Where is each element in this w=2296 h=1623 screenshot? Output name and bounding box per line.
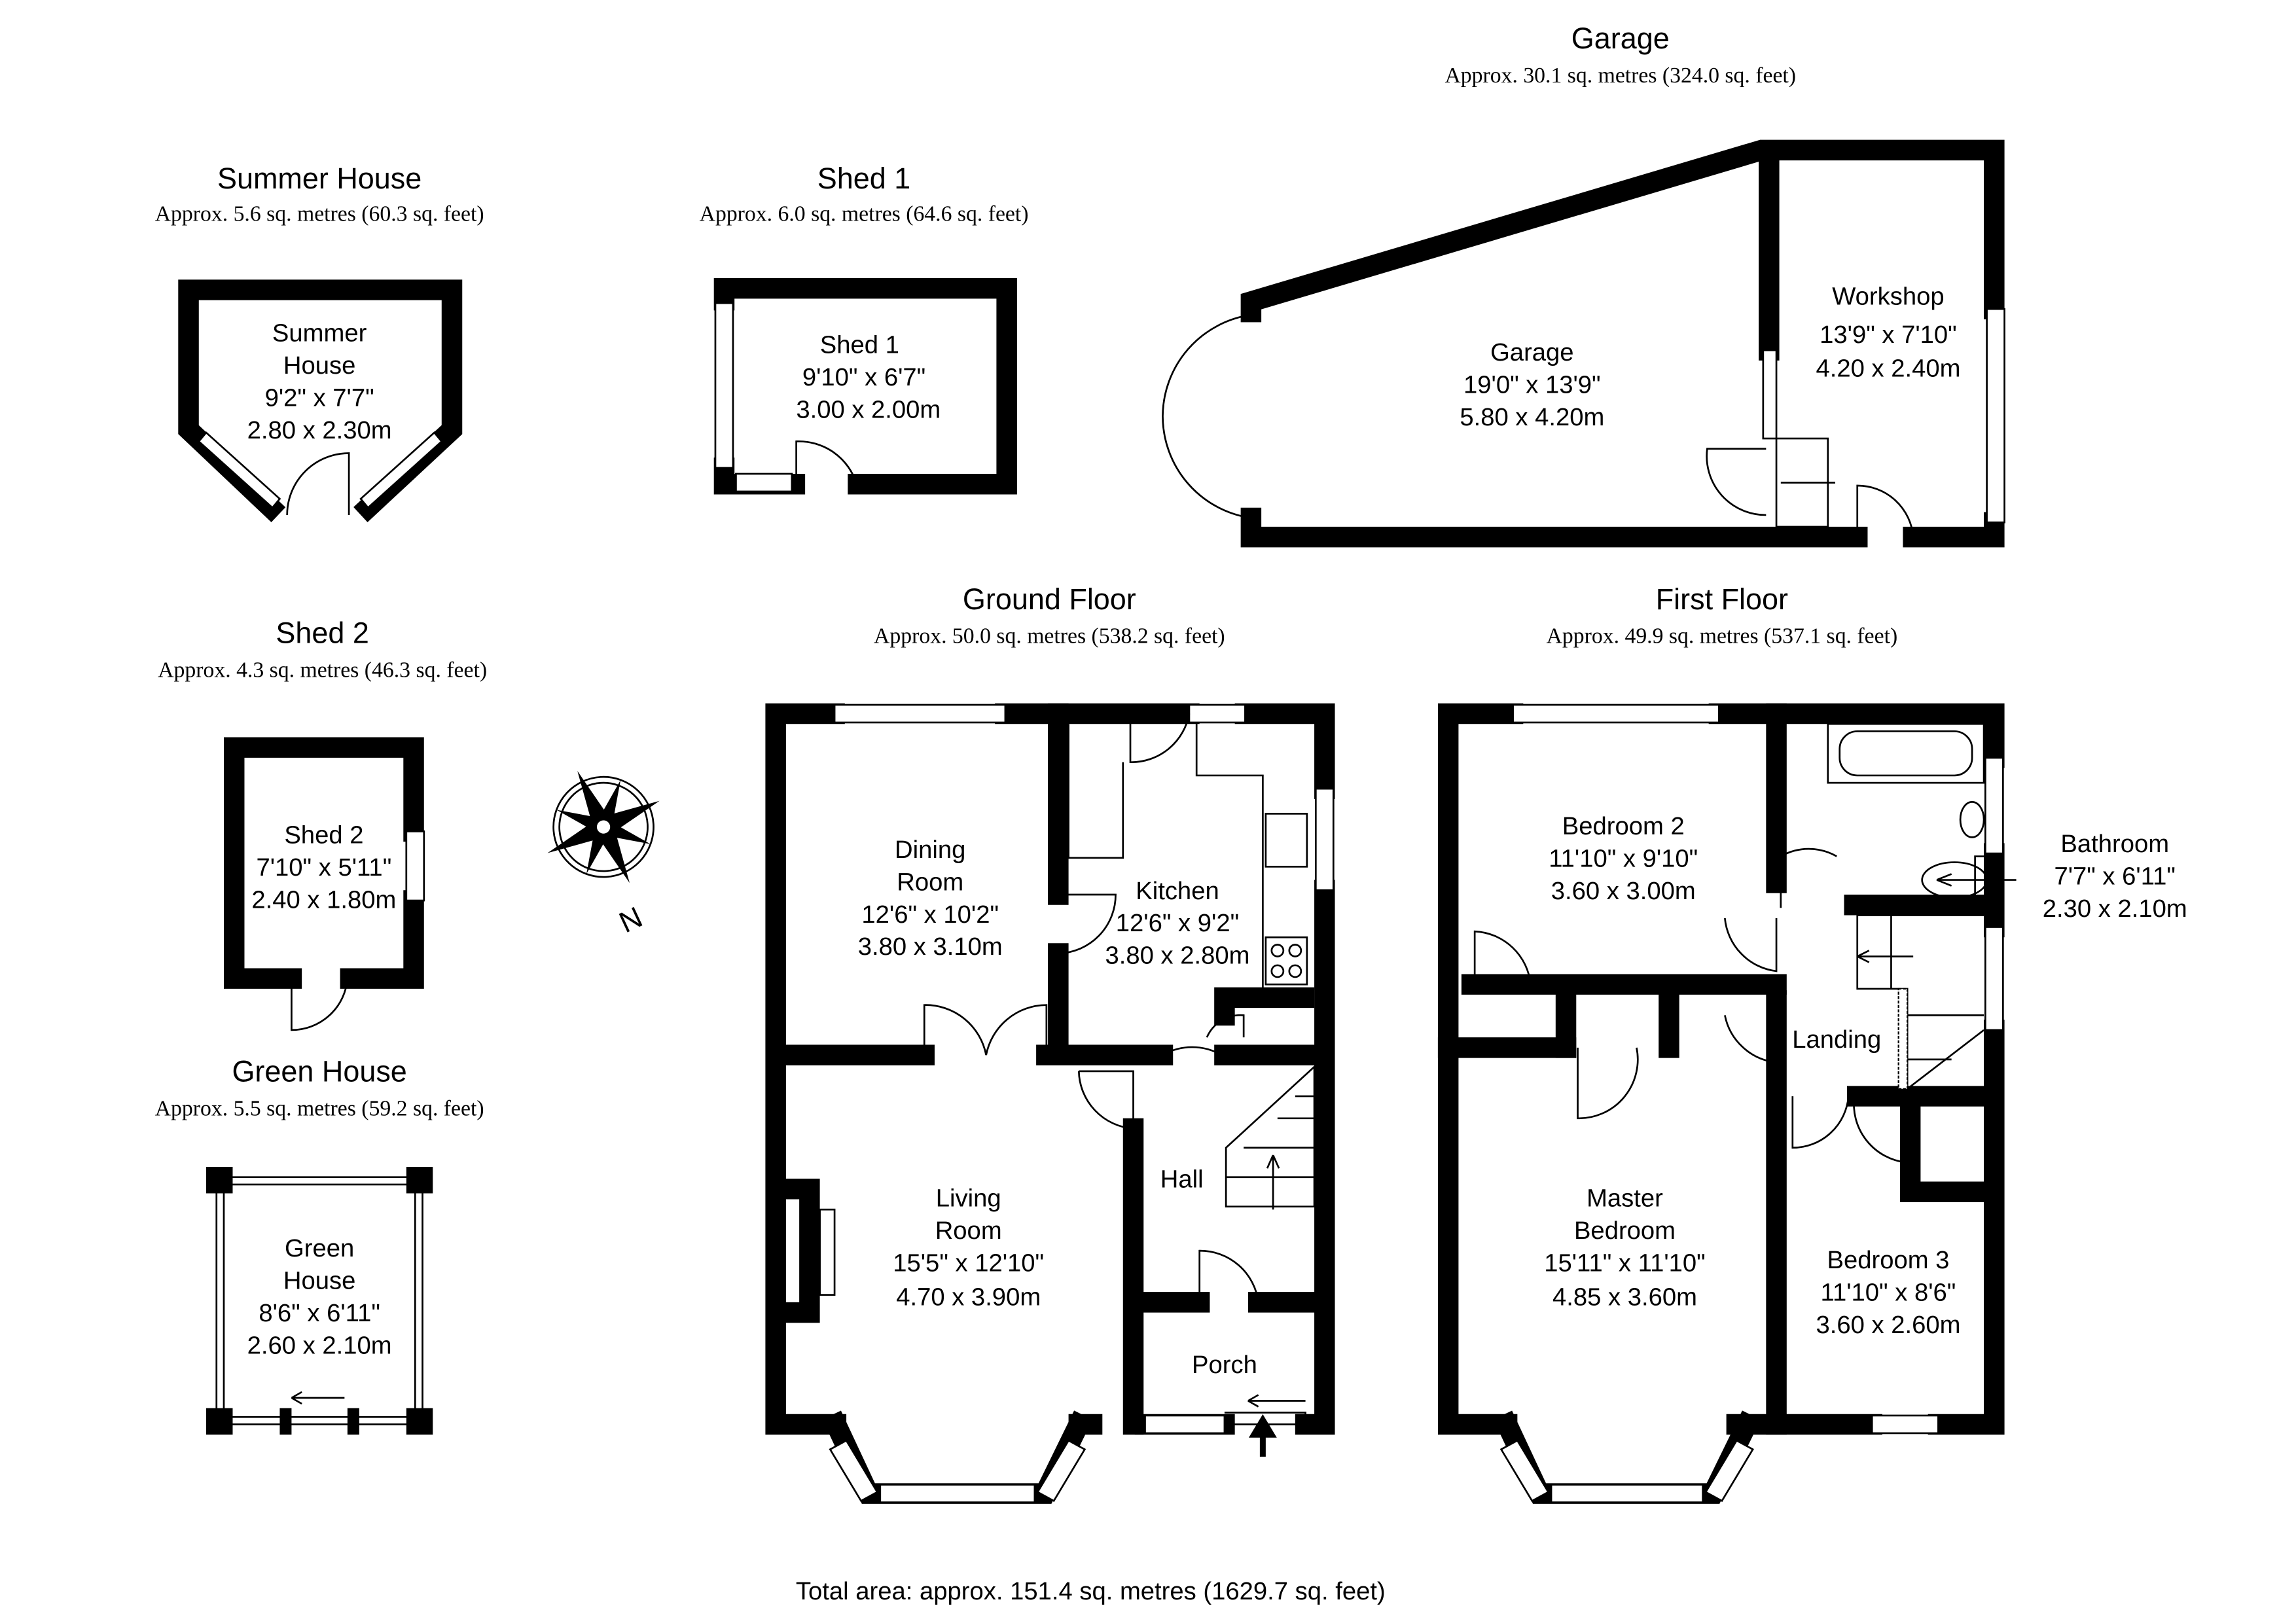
room-name: Master [1587, 1185, 1663, 1213]
room-living: Living Room 15'5" x 12'10" 4.70 x 3.90m [893, 1185, 1044, 1311]
room-name: Dining [895, 836, 965, 864]
room-landing: Landing [1792, 1026, 1881, 1054]
room-imperial: 7'10" x 5'11" [256, 853, 391, 882]
room-bedroom3: Bedroom 3 11'10" x 8'6" 3.60 x 2.60m [1816, 1246, 1960, 1339]
ground-floor-area: Approx. 50.0 sq. metres (538.2 sq. feet) [874, 624, 1225, 649]
room-metric: 5.80 x 4.20m [1460, 403, 1604, 431]
room-name: Summer [272, 319, 367, 348]
room-porch: Porch [1192, 1351, 1257, 1379]
compass-rose [547, 771, 660, 883]
room-metric: 4.85 x 3.60m [1552, 1283, 1697, 1311]
ground-floor-plan [765, 703, 1335, 1504]
room-imperial: 13'9" x 7'10" [1820, 321, 1957, 349]
room-imperial: 19'0" x 13'9" [1463, 370, 1601, 399]
shed1-area: Approx. 6.0 sq. metres (64.6 sq. feet) [700, 202, 1029, 226]
room-shed1: Shed 1 9'10" x 6'7" 3.00 x 2.00m [796, 331, 941, 424]
ground-floor-title: Ground Floor [963, 582, 1136, 616]
room-imperial: 11'10" x 9'10" [1549, 844, 1698, 872]
shed1-title: Shed 1 [817, 162, 910, 195]
room-name: Bedroom 3 [1827, 1246, 1949, 1274]
garage-area: Approx. 30.1 sq. metres (324.0 sq. feet) [1444, 63, 1796, 88]
room-imperial: 11'10" x 8'6" [1821, 1279, 1956, 1307]
room-name: Bedroom [1574, 1217, 1676, 1245]
room-name: Kitchen [1136, 877, 1219, 905]
room-name: Shed 2 [284, 821, 363, 849]
room-name: Shed 1 [820, 331, 899, 359]
room-green-house: Green House 8'6" x 6'11" 2.60 x 2.10m [247, 1234, 392, 1359]
room-name: Green [285, 1234, 354, 1262]
garage-title: Garage [1571, 22, 1670, 55]
summer-house-plan [178, 279, 463, 522]
room-imperial: 15'11" x 11'10" [1544, 1249, 1705, 1277]
room-name: Room [935, 1217, 1002, 1245]
room-metric: 3.00 x 2.00m [796, 396, 941, 424]
first-floor-area: Approx. 49.9 sq. metres (537.1 sq. feet) [1547, 624, 1898, 649]
room-name: Room [897, 868, 963, 896]
room-name: Garage [1490, 338, 1573, 366]
room-metric: 3.80 x 3.10m [858, 933, 1003, 961]
room-imperial: 15'5" x 12'10" [893, 1249, 1044, 1277]
room-bedroom2: Bedroom 2 11'10" x 9'10" 3.60 x 3.00m [1549, 812, 1698, 905]
room-metric: 2.30 x 2.10m [2043, 895, 2187, 923]
green-house-area: Approx. 5.5 sq. metres (59.2 sq. feet) [155, 1096, 484, 1120]
room-imperial: 7'7" x 6'11" [2054, 862, 2176, 890]
section-titles: Garage Approx. 30.1 sq. metres (324.0 sq… [155, 22, 1897, 1120]
room-imperial: 9'10" x 6'7" [802, 363, 925, 391]
room-imperial: 9'2" x 7'7" [265, 384, 374, 412]
room-name: Bedroom 2 [1562, 812, 1685, 840]
compass-north-label: N [614, 900, 647, 939]
room-name: Living [936, 1185, 1001, 1213]
room-imperial: 12'6" x 10'2" [861, 901, 999, 929]
room-shed2: Shed 2 7'10" x 5'11" 2.40 x 1.80m [251, 821, 396, 914]
summer-house-title: Summer House [217, 162, 422, 195]
garage-plan [1162, 139, 2005, 548]
room-bathroom: Bathroom 7'7" x 6'11" 2.30 x 2.10m [2043, 830, 2187, 923]
room-name: House [283, 351, 355, 380]
room-hall: Hall [1160, 1165, 1204, 1193]
room-imperial: 8'6" x 6'11" [259, 1299, 380, 1327]
room-metric: 2.80 x 2.30m [247, 416, 392, 444]
green-house-title: Green House [232, 1055, 406, 1088]
room-kitchen: Kitchen 12'6" x 9'2" 3.80 x 2.80m [1105, 877, 1249, 970]
room-dining: Dining Room 12'6" x 10'2" 3.80 x 3.10m [858, 836, 1003, 961]
total-area: Total area: approx. 151.4 sq. metres (16… [796, 1577, 1386, 1605]
first-floor-title: First Floor [1656, 582, 1788, 616]
room-metric: 3.60 x 2.60m [1816, 1311, 1960, 1339]
shed2-plan [223, 737, 425, 1031]
room-master-bedroom: Master Bedroom 15'11" x 11'10" 4.85 x 3.… [1544, 1185, 1705, 1311]
room-metric: 4.20 x 2.40m [1816, 355, 1960, 383]
shed1-plan [713, 277, 1017, 495]
room-metric: 4.70 x 3.90m [896, 1283, 1041, 1311]
shed2-title: Shed 2 [276, 616, 368, 650]
room-name: Bathroom [2060, 830, 2169, 858]
room-metric: 2.40 x 1.80m [251, 885, 396, 914]
first-floor-plan [1437, 703, 2017, 1504]
room-name: House [283, 1267, 355, 1295]
room-workshop: Workshop 13'9" x 7'10" 4.20 x 2.40m [1816, 282, 1960, 382]
green-house-plan [206, 1166, 433, 1435]
summer-house-area: Approx. 5.6 sq. metres (60.3 sq. feet) [155, 202, 484, 226]
room-imperial: 12'6" x 9'2" [1116, 909, 1239, 937]
room-metric: 3.60 x 3.00m [1551, 877, 1696, 905]
room-summer-house: Summer House 9'2" x 7'7" 2.80 x 2.30m [247, 319, 392, 444]
room-labels: Summer House 9'2" x 7'7" 2.80 x 2.30m Sh… [247, 282, 2187, 1378]
room-metric: 2.60 x 2.10m [247, 1332, 392, 1360]
room-garage: Garage 19'0" x 13'9" 5.80 x 4.20m [1460, 338, 1604, 431]
room-metric: 3.80 x 2.80m [1105, 942, 1249, 970]
shed2-area: Approx. 4.3 sq. metres (46.3 sq. feet) [158, 658, 487, 682]
room-name: Workshop [1832, 282, 1944, 310]
